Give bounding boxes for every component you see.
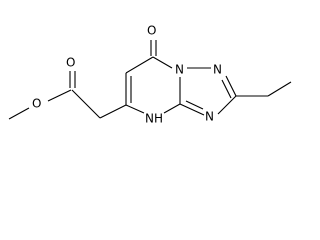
ring-c7-n1-bond xyxy=(152,56,173,69)
ether-oxygen-to-ester-carbon-bond xyxy=(47,89,72,102)
methylene-to-ring-bond xyxy=(99,104,127,119)
triazole-n-lower-c8a-bond xyxy=(179,103,205,116)
chemical-structure-diagram: O O O N N N N H xyxy=(8,24,292,126)
methyl-to-ether-oxygen-bond xyxy=(8,107,30,120)
ester-carbon-to-methylene-bond xyxy=(71,89,101,119)
ring-c8a-nh-bond xyxy=(163,103,181,114)
bridge-nitrogen-label: N xyxy=(175,63,184,77)
triazole-n2-c-double-bond xyxy=(225,75,237,97)
nh-hydrogen-label: H xyxy=(154,112,163,126)
ketone-oxygen-label: O xyxy=(147,24,156,38)
ester-ether-oxygen-label: O xyxy=(32,97,41,111)
triazole-c8a-n-lower-double-inner xyxy=(185,100,204,110)
ring-c6-c7-bond xyxy=(125,56,154,74)
ring-nh-c5-bond xyxy=(125,104,145,114)
triazole-c-n-lower-bond xyxy=(217,95,237,115)
ethyl-second-bond xyxy=(267,81,292,97)
ester-carbonyl-oxygen-label: O xyxy=(66,56,75,70)
triazole-lower-nitrogen-label: N xyxy=(205,110,214,124)
triazole-nitrogen-label: N xyxy=(213,63,222,77)
nh-nitrogen-label: N xyxy=(145,112,154,126)
triazole-n2-c-double-bond-inner xyxy=(221,79,232,99)
